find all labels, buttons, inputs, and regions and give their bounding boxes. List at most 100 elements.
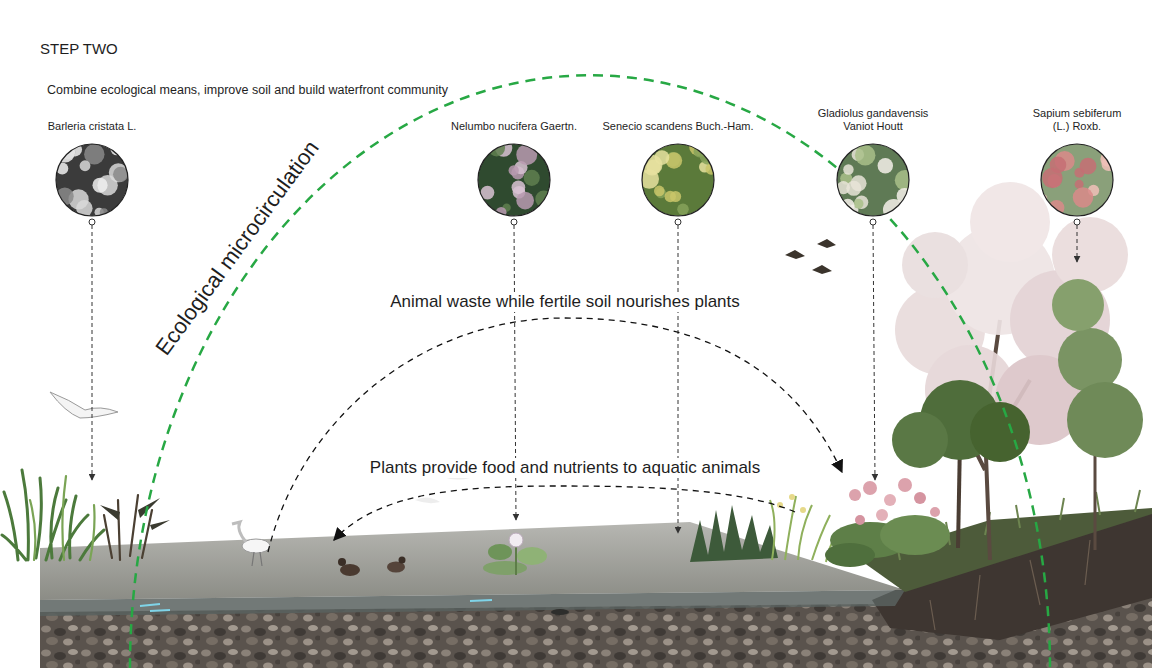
shrub-planting: [880, 515, 950, 555]
plant-callout: Gladiolus gandavensis Vaniot Houtt: [811, 107, 936, 219]
plant-photo: [535, 191, 552, 208]
shrub-planting: [914, 492, 926, 504]
bird: [252, 552, 262, 566]
river-bank: [860, 508, 1152, 592]
shrub-planting: [825, 543, 875, 567]
plant-photo: [851, 175, 867, 191]
plant-photo: [654, 186, 665, 197]
plant-photo: [640, 142, 716, 216]
lotus-plant: [483, 533, 547, 575]
plant-photo: [835, 142, 911, 218]
plant-photo: [509, 165, 519, 175]
shrub-planting: [690, 478, 950, 567]
cycle-arc: [130, 75, 1050, 668]
plant-photo: [665, 191, 676, 202]
tree-group: [1067, 382, 1143, 458]
plant-photo: [1104, 142, 1115, 155]
tree-group: [892, 182, 1143, 560]
lotus-plant: [483, 561, 527, 575]
shrub-planting: [800, 507, 806, 513]
plant-name: Gladiolus gandavensis Vaniot Houtt: [811, 107, 936, 135]
plant-photo: [1100, 151, 1115, 166]
leader-line: [92, 225, 1077, 533]
plant-photo: [92, 178, 107, 193]
plant-photo: [897, 188, 911, 204]
flow-arrow: [334, 486, 795, 540]
plant-photo: [516, 144, 537, 165]
bird: [399, 557, 406, 564]
plant-callout: Barleria cristata L.: [48, 120, 137, 218]
plant-photo: [80, 160, 91, 171]
reed-grass: [100, 498, 170, 530]
reed-grass: [30, 476, 95, 560]
river-bank: [860, 490, 1152, 592]
step-title: STEP TWO: [40, 40, 118, 58]
subtitle: Combine ecological means, improve soil a…: [44, 83, 451, 98]
bird: [50, 239, 836, 576]
plant-photo: [56, 144, 128, 216]
plant-photo: [1041, 143, 1051, 153]
leader-dot: [870, 219, 876, 225]
plant-name: Sapium sebiferum (L.) Roxb.: [1027, 107, 1127, 135]
shrub-planting: [898, 478, 912, 492]
leader-line: [873, 225, 875, 480]
shrub-planting: [930, 507, 940, 517]
plant-name: Nelumbo nucifera Gaertn.: [451, 120, 577, 134]
plant-photo: [1080, 158, 1097, 175]
plant-photo: [878, 158, 893, 173]
plant-photo: [1039, 142, 1115, 216]
plant-callout: Senecio scandens Buch.-Ham.: [602, 120, 753, 218]
plant-photo: [512, 180, 526, 194]
bird: [338, 558, 346, 566]
leader-line: [678, 225, 679, 533]
plant-photo: [1042, 168, 1062, 188]
plant-photo: [1041, 144, 1113, 216]
plant-photo: [478, 142, 552, 218]
shrub-planting: [789, 494, 795, 500]
bird: [785, 239, 836, 274]
leader-line: [1077, 225, 1078, 262]
plant-photo: [1041, 144, 1113, 216]
plant-photo: [56, 187, 74, 205]
plant-photo: [54, 142, 75, 162]
shrub-planting: [690, 505, 778, 562]
water-body: [551, 609, 569, 615]
flow-arrow: [268, 318, 842, 552]
plant-photo: [640, 142, 716, 218]
tree-group: [1058, 328, 1122, 392]
tree-group: [1052, 217, 1128, 293]
plant-photo: [478, 144, 550, 216]
plant-photo: [855, 145, 876, 166]
lotus-plant: [509, 533, 523, 547]
shrub-planting: [849, 489, 861, 501]
plant-photo: [1106, 201, 1114, 209]
plant-name: Barleria cristata L.: [48, 120, 137, 134]
lotus-plant: [517, 547, 547, 565]
water-body: [140, 600, 492, 611]
shrub-planting: [884, 494, 896, 506]
plant-photo: [516, 192, 534, 210]
plant-photo: [655, 150, 670, 165]
cycle-label: Ecological microcirculation: [150, 136, 324, 361]
shrub-planting: [876, 509, 888, 521]
reed-grass: [2, 470, 104, 560]
plant-photo: [488, 142, 505, 156]
tree-group: [970, 402, 1030, 462]
shrub-planting: [855, 515, 865, 525]
shrub-planting: [863, 481, 877, 495]
plant-photo: [76, 200, 92, 216]
plant-photo: [56, 144, 128, 216]
flow-arrow: [268, 318, 842, 552]
plant-photo: [476, 142, 552, 218]
plant-photo: [478, 144, 550, 216]
plant-photo: [642, 144, 714, 216]
leader-dot: [675, 219, 681, 225]
bird: [232, 522, 246, 542]
plant-photo: [54, 142, 130, 218]
leader-line: [92, 225, 93, 480]
plant-photo: [524, 170, 540, 186]
plant-photo: [843, 164, 853, 174]
plant-photo: [677, 203, 689, 215]
tree-group: [970, 182, 1050, 262]
